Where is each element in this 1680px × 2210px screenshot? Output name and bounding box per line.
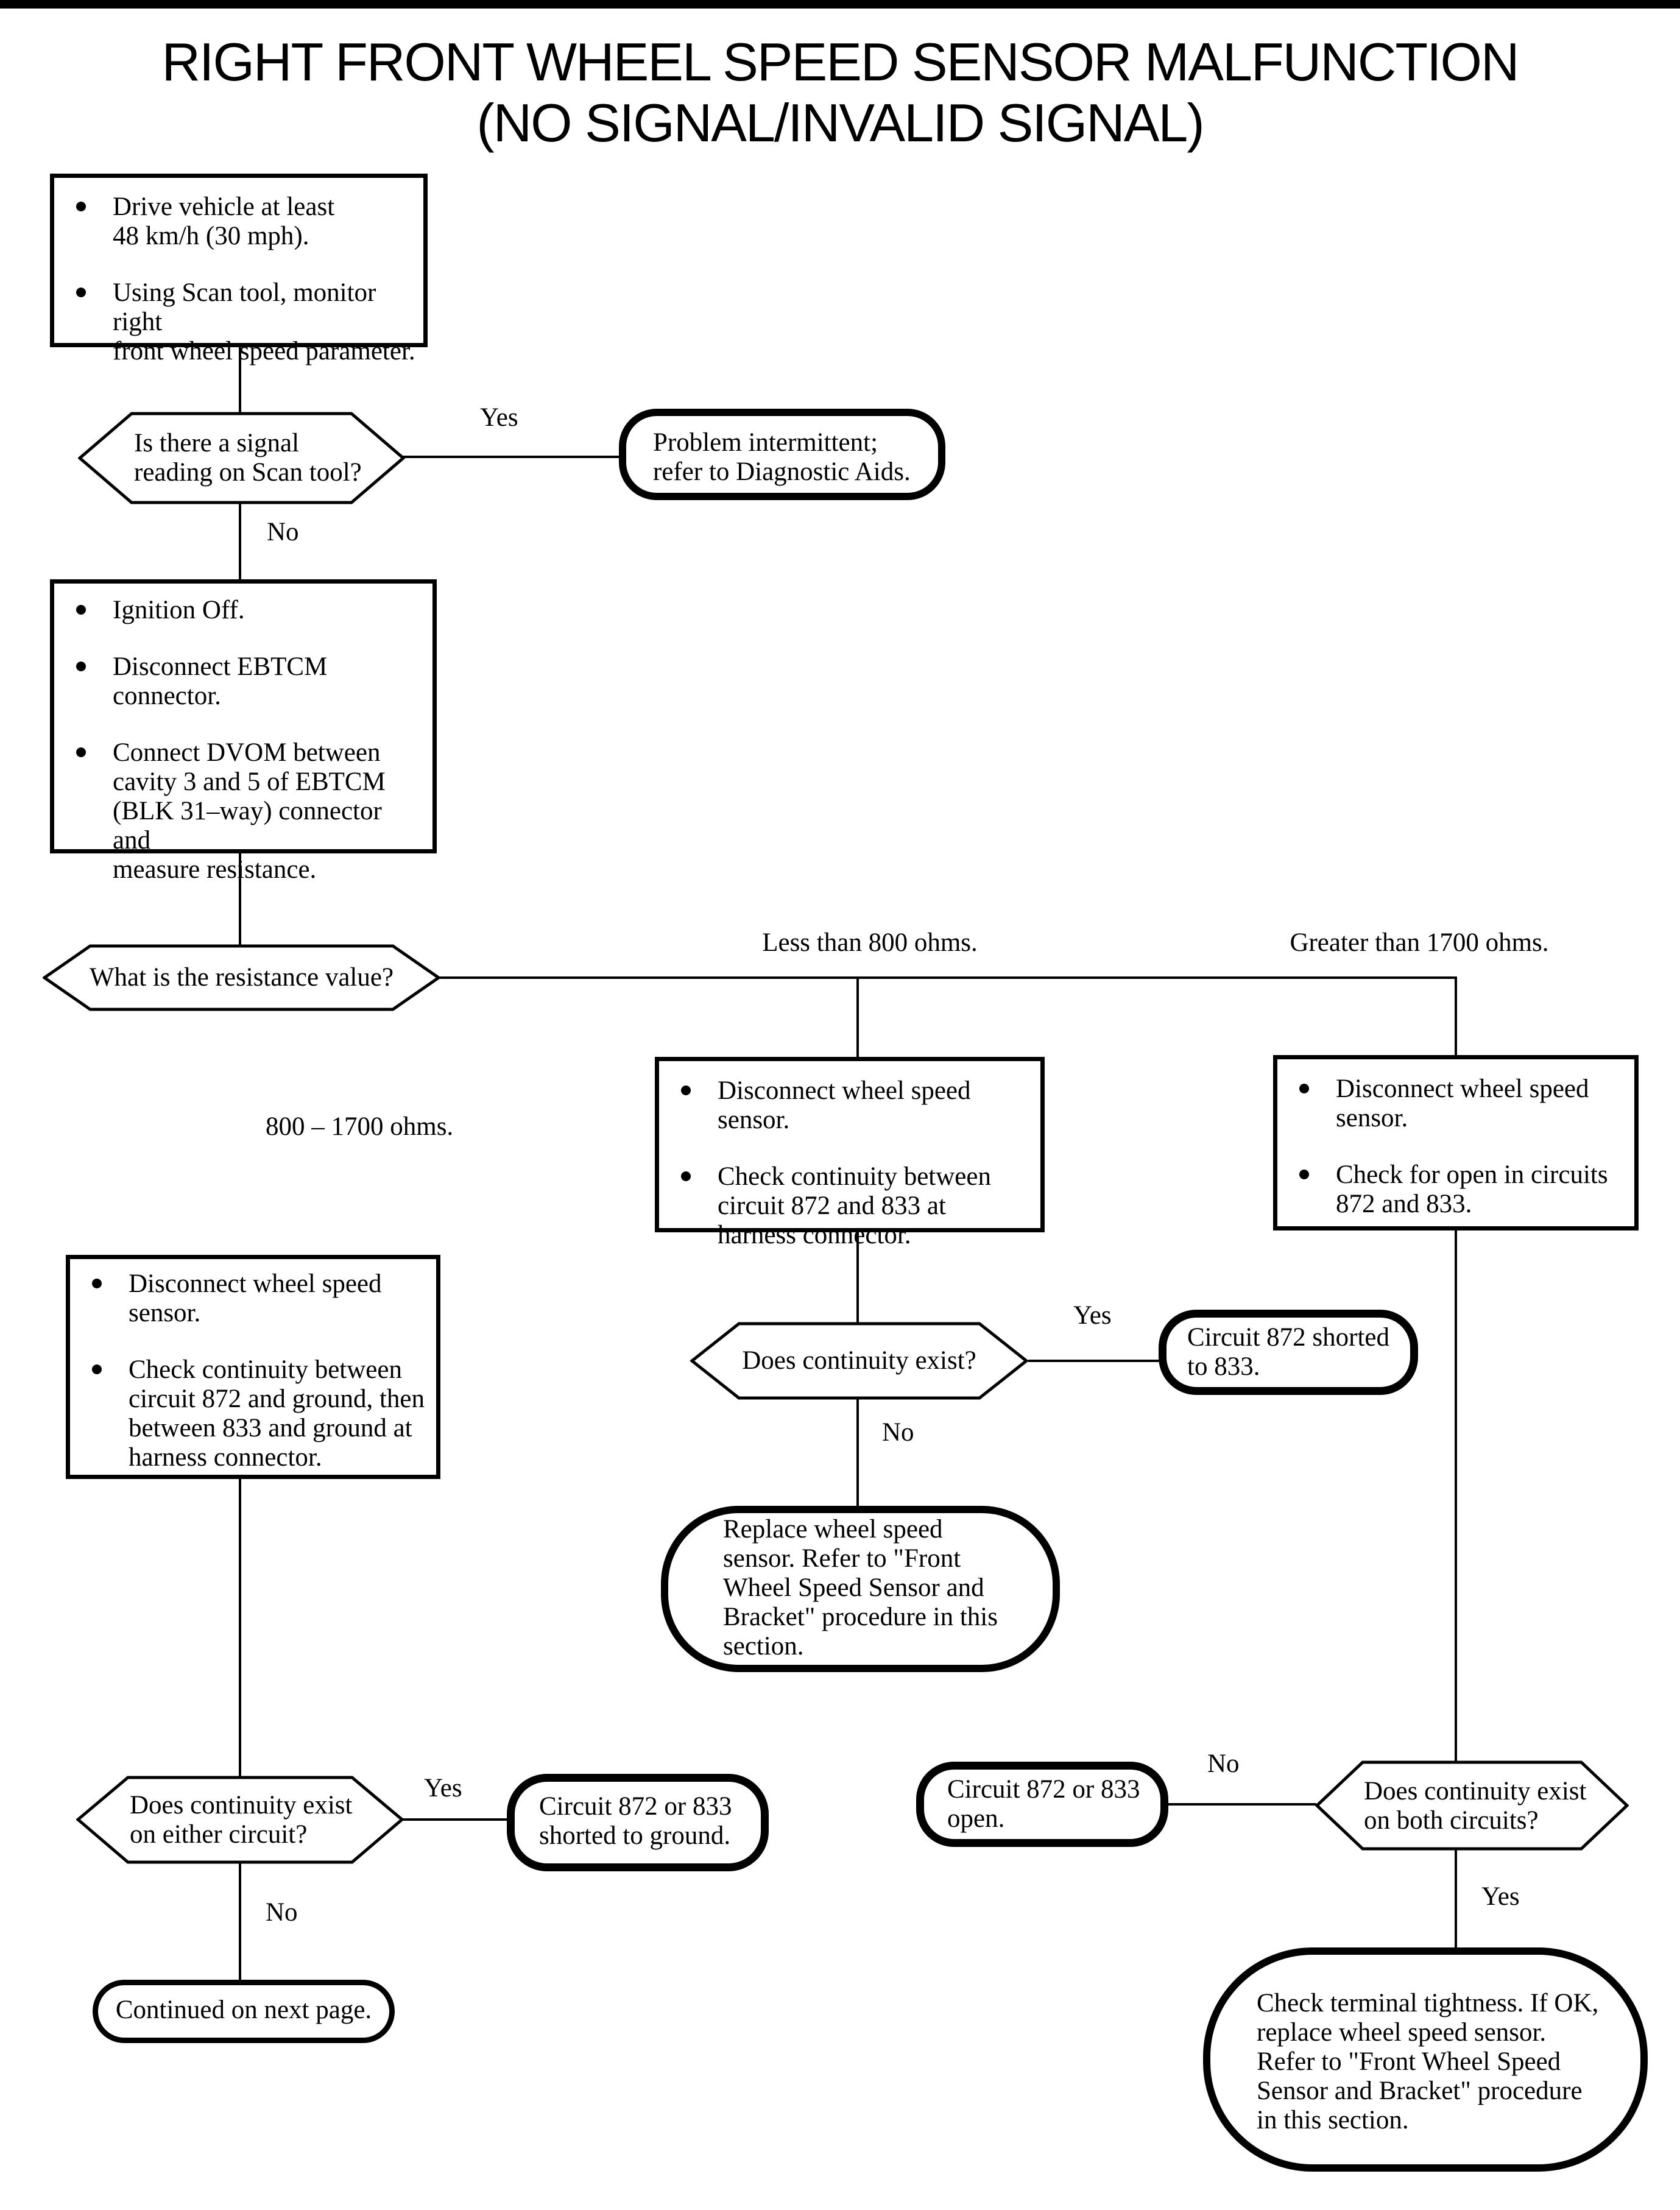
flow-connector — [1455, 1849, 1457, 1947]
branch-label-mid: 800 – 1700 ohms. — [266, 1112, 454, 1141]
shorted-833-terminal: Circuit 872 shorted to 833. — [1159, 1310, 1418, 1395]
no-label: No — [882, 1418, 914, 1447]
open-check-box: Disconnect wheel speed sensor. Check for… — [1273, 1055, 1639, 1230]
shorted-ground-terminal: Circuit 872 or 833 shorted to ground. — [507, 1774, 769, 1871]
flow-connector — [239, 1863, 241, 1981]
flow-connector — [856, 1399, 859, 1507]
flow-connector — [856, 1231, 859, 1323]
branch-label-greater: Greater than 1700 ohms. — [1290, 928, 1549, 957]
flow-connector — [856, 978, 859, 1058]
bullet-icon — [681, 1086, 691, 1095]
list-item: Check continuity between circuit 872 and… — [70, 1355, 436, 1472]
bullet-icon — [76, 202, 86, 211]
continued-terminal: Continued on next page. — [93, 1980, 395, 2043]
bullet-icon — [92, 1279, 102, 1288]
list-item: Connect DVOM between cavity 3 and 5 of E… — [54, 738, 432, 884]
ground-check-box: Disconnect wheel speed sensor. Check con… — [66, 1255, 440, 1479]
bullet-icon — [1299, 1170, 1309, 1179]
list-item: Check for open in circuits 872 and 833. — [1277, 1160, 1634, 1219]
list-item: Using Scan tool, monitor right front whe… — [54, 278, 423, 366]
flow-connector — [239, 852, 241, 945]
list-item: Disconnect EBTCM connector. — [54, 652, 432, 711]
flow-connector — [1455, 1229, 1457, 1762]
bullet-icon — [1299, 1084, 1309, 1093]
list-item: Disconnect wheel speed sensor. — [659, 1076, 1040, 1135]
branch-label-less: Less than 800 ohms. — [762, 928, 978, 957]
list-item: Check continuity between circuit 872 and… — [659, 1162, 1040, 1250]
no-label: No — [267, 518, 299, 546]
flow-connector — [1455, 978, 1457, 1056]
list-item: Drive vehicle at least 48 km/h (30 mph). — [54, 192, 423, 251]
flow-connector — [239, 503, 241, 581]
flow-connector — [438, 976, 1457, 979]
replace-sensor-terminal: Replace wheel speed sensor. Refer to "Fr… — [661, 1506, 1060, 1672]
list-item: Disconnect wheel speed sensor. — [70, 1269, 436, 1328]
no-label: No — [266, 1898, 298, 1927]
bullet-icon — [681, 1171, 691, 1181]
start-box: Drive vehicle at least 48 km/h (30 mph).… — [50, 174, 428, 365]
signal-decision: Is there a signal reading on Scan tool? — [78, 412, 405, 504]
both-circuits-decision: Does continuity exist on both circuits? — [1315, 1760, 1629, 1851]
either-circuit-decision: Does continuity exist on either circuit? — [76, 1776, 404, 1864]
flow-connector — [403, 1818, 508, 1821]
flow-connector — [1028, 1360, 1160, 1362]
bullet-icon — [76, 605, 86, 615]
continuity-check-box: Disconnect wheel speed sensor. Check con… — [655, 1057, 1045, 1249]
flow-connector — [239, 347, 241, 413]
list-item: Ignition Off. — [54, 596, 432, 625]
bullet-icon — [76, 288, 86, 297]
bullet-icon — [76, 747, 86, 757]
flow-connector — [1167, 1803, 1316, 1806]
page-top-border — [0, 0, 1680, 9]
open-circuit-terminal: Circuit 872 or 833 open. — [916, 1762, 1168, 1847]
yes-label: Yes — [480, 403, 518, 432]
continuity-decision: Does continuity exist? — [690, 1322, 1028, 1400]
flow-connector — [403, 456, 620, 458]
resistance-decision: What is the resistance value? — [43, 944, 440, 1011]
no-label: No — [1207, 1749, 1240, 1778]
bullet-icon — [76, 662, 86, 671]
yes-label: Yes — [424, 1774, 462, 1802]
intermittent-terminal: Problem intermittent; refer to Diagnosti… — [619, 409, 945, 500]
flow-connector — [239, 1478, 241, 1777]
check-terminal-terminal: Check terminal tightness. If OK, replace… — [1203, 1947, 1648, 2172]
bullet-icon — [92, 1364, 102, 1374]
page-title: RIGHT FRONT WHEEL SPEED SENSOR MALFUNCTI… — [161, 32, 1519, 153]
list-item: Disconnect wheel speed sensor. — [1277, 1075, 1634, 1133]
yes-label: Yes — [1481, 1882, 1520, 1911]
ignition-box: Ignition Off. Disconnect EBTCM connector… — [50, 579, 437, 884]
yes-label: Yes — [1073, 1301, 1112, 1330]
